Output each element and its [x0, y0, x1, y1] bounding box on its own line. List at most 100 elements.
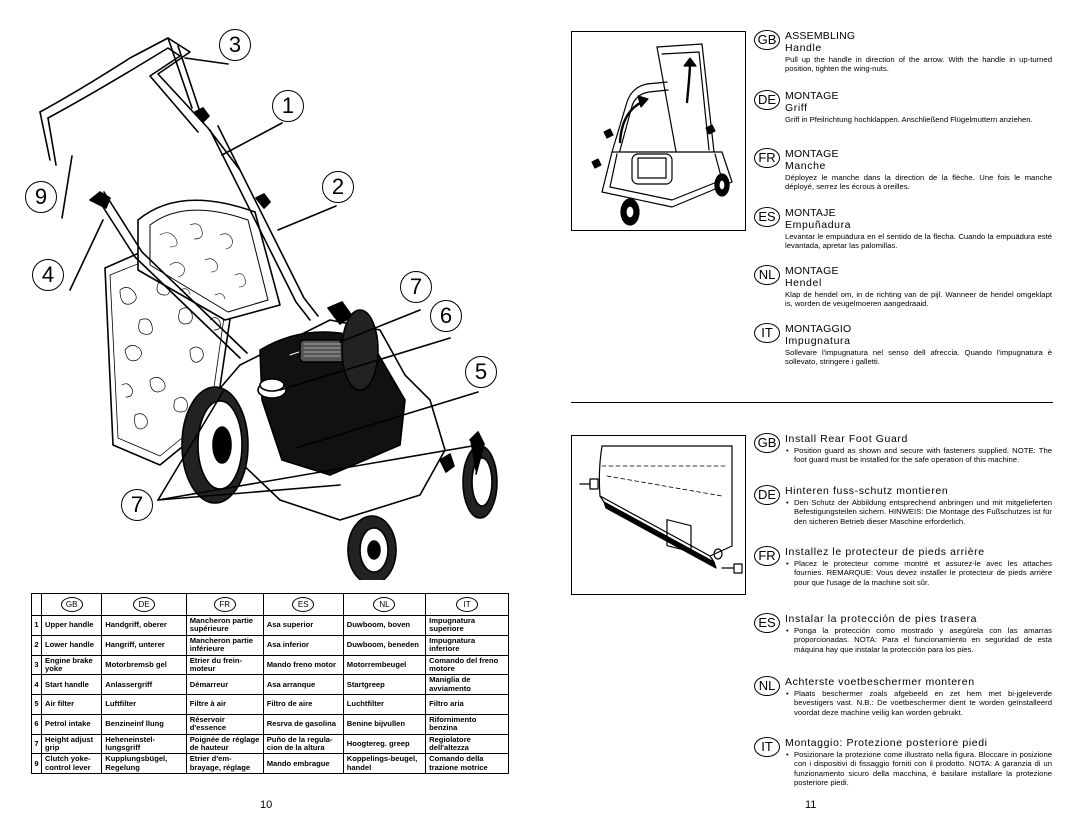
cell-gb: Height adjust grip: [40, 733, 103, 755]
section-title: Montaggio: Protezione posteriore piedi: [785, 737, 988, 749]
table-row: 4 Start handle Anlassergriff Démarreur A…: [31, 674, 509, 696]
table-row: 1 Upper handle Handgriff, oberer Mancher…: [31, 615, 509, 636]
cell-de: Hangriff, unterer: [101, 634, 187, 656]
callout-7-top: 7: [400, 271, 432, 303]
lang-badge-gb: GB: [754, 433, 780, 453]
lang-badge-nl: NL: [754, 265, 780, 285]
row-number: 9: [31, 753, 42, 775]
cell-gb: Air filter: [40, 694, 103, 715]
cell-it: Comando del freno motore: [425, 654, 509, 676]
cell-it: Maniglia de avviamento: [425, 674, 509, 696]
lang-badge-es: ES: [754, 613, 780, 633]
callout-1: 1: [272, 90, 304, 122]
cell-de: Anlassergriff: [101, 674, 187, 696]
lang-badge-es: ES: [292, 597, 315, 612]
section-title: MONTAGE: [785, 148, 839, 160]
callout-9: 9: [25, 181, 57, 213]
table-row: 5 Air filter Luftfilter Filtre à air Fil…: [31, 694, 509, 715]
bullet-list: Placez le protecteur comme montré et ass…: [785, 559, 1052, 587]
section-title: Hinteren fuss-schutz montieren: [785, 485, 949, 497]
cell-it: Filtro aria: [425, 694, 509, 715]
table-row: 9 Clutch yoke-control lever Kupplungsbüg…: [31, 753, 509, 775]
foot-guard-gb: GB Install Rear Foot Guard Position guar…: [754, 433, 1052, 465]
cell-fr: Mancheron partie supérieure: [185, 615, 264, 636]
section-divider: [571, 402, 1053, 403]
right-page: GB ASSEMBLING Handle Pull up the handle …: [540, 0, 1080, 834]
section-title: MONTAGE: [785, 265, 839, 277]
cell-es: Resrva de gasolina: [262, 713, 344, 735]
lang-badge-fr: FR: [213, 597, 236, 612]
cell-de: Kupplungsbügel, Regelung: [101, 753, 187, 775]
bullet-list: Position guard as shown and secure with …: [785, 446, 1052, 465]
cell-it: Impugnatura inferiore: [425, 634, 509, 656]
section-body: Sollevare l'impugnatura nel senso dell a…: [785, 348, 1052, 367]
row-number: 5: [31, 694, 42, 715]
section-subtitle: Manche: [785, 160, 826, 172]
callout-3: 3: [219, 29, 251, 61]
callout-7-bottom: 7: [121, 489, 153, 521]
bullet-list: Den Schutz der Abbildung entsprechend an…: [785, 498, 1052, 526]
assembling-es: ES MONTAJE Empuñadura Levantar le empuäd…: [754, 207, 1052, 251]
row-number: 1: [31, 615, 42, 636]
cell-de: Luftfilter: [101, 694, 187, 715]
table-row: 3 Engine brake yoke Motorbremsb gel Etri…: [31, 654, 509, 676]
section-subtitle: Empuñadura: [785, 219, 852, 231]
cell-gb: Lower handle: [40, 634, 103, 656]
lang-badge-nl: NL: [754, 676, 780, 696]
section-subtitle: Hendel: [785, 277, 822, 289]
cell-gb: Engine brake yoke: [40, 654, 103, 676]
cell-fr: Etrier d'em-brayage, réglage: [185, 753, 264, 775]
cell-nl: Duwboom, boven: [342, 615, 427, 636]
callout-4: 4: [32, 259, 64, 291]
left-page: 3 1 9 2 4 7 6 5 7 GB DE FR ES NL IT 1 Up…: [25, 29, 509, 811]
section-title: MONTAGE: [785, 90, 839, 102]
section-title: Achterste voetbeschermer monteren: [785, 676, 975, 688]
row-number: 4: [31, 674, 42, 696]
row-number: 3: [31, 654, 42, 676]
lang-badge-de: DE: [754, 90, 780, 110]
table-row: 2 Lower handle Hangriff, unterer Mancher…: [31, 634, 509, 656]
cell-nl: Hoogtereg. greep: [342, 733, 427, 755]
cell-it: Comando della trazione motrice: [425, 753, 509, 775]
cell-nl: Duwboom, beneden: [342, 634, 427, 656]
lang-badge-it: IT: [754, 323, 780, 343]
foot-guard-es: ES Instalar la protección de pies traser…: [754, 613, 1052, 654]
lang-badge-gb: GB: [60, 597, 83, 612]
callout-6: 6: [430, 300, 462, 332]
cell-fr: Mancheron partie inférieure: [185, 634, 264, 656]
section-title: Instalar la protección de pies trasera: [785, 613, 978, 625]
lawn-mower-illustration: [39, 37, 498, 580]
cell-gb: Clutch yoke-control lever: [40, 753, 103, 775]
cell-gb: Upper handle: [40, 615, 103, 636]
section-body: Griff in Pfeilrichtung hochklappen. Ansc…: [785, 115, 1033, 124]
bullet-item: Ponga la protección como mostrado y aseg…: [785, 626, 1052, 654]
section-title: ASSEMBLING: [785, 30, 856, 42]
assembling-it: IT MONTAGGIO Impugnatura Sollevare l'imp…: [754, 323, 1052, 367]
assembling-gb: GB ASSEMBLING Handle Pull up the handle …: [754, 30, 1052, 74]
cell-gb: Start handle: [40, 674, 103, 696]
row-number: 2: [31, 634, 42, 656]
cell-fr: Poignée de réglage de hauteur: [185, 733, 264, 755]
assembling-de: DE MONTAGE Griff Griff in Pfeilrichtung …: [754, 90, 1052, 124]
bullet-list: Posizionare la protezione come illustrat…: [785, 750, 1052, 787]
handle-assembly-figure: [571, 31, 746, 231]
section-subtitle: Handle: [785, 42, 822, 54]
section-body: Pull up the handle in direction of the a…: [785, 55, 1052, 74]
lang-badge-fr: FR: [754, 546, 780, 566]
cell-nl: Motorrembeugel: [342, 654, 427, 676]
cell-nl: Startgreep: [342, 674, 427, 696]
foot-guard-drawing: [579, 445, 743, 574]
section-title: MONTAGGIO: [785, 323, 852, 335]
cell-de: Heheneinstel-lungsgriff: [101, 733, 187, 755]
lang-badge-it: IT: [754, 737, 780, 757]
row-number: 7: [31, 733, 42, 755]
section-body: Déployez le manche dans la direction de …: [785, 173, 1052, 192]
bullet-item: Plaats beschermer zoals afgebeeld en zet…: [785, 689, 1052, 717]
cell-nl: Koppelings-beugel, handel: [342, 753, 427, 775]
callout-5: 5: [465, 356, 497, 388]
table-row: 7 Height adjust grip Heheneinstel-lungsg…: [31, 733, 509, 755]
callout-2: 2: [322, 171, 354, 203]
cell-nl: Benine bijvullen: [342, 713, 427, 735]
cell-es: Mando freno motor: [262, 654, 344, 676]
parts-table: GB DE FR ES NL IT 1 Upper handle Handgri…: [31, 593, 509, 775]
